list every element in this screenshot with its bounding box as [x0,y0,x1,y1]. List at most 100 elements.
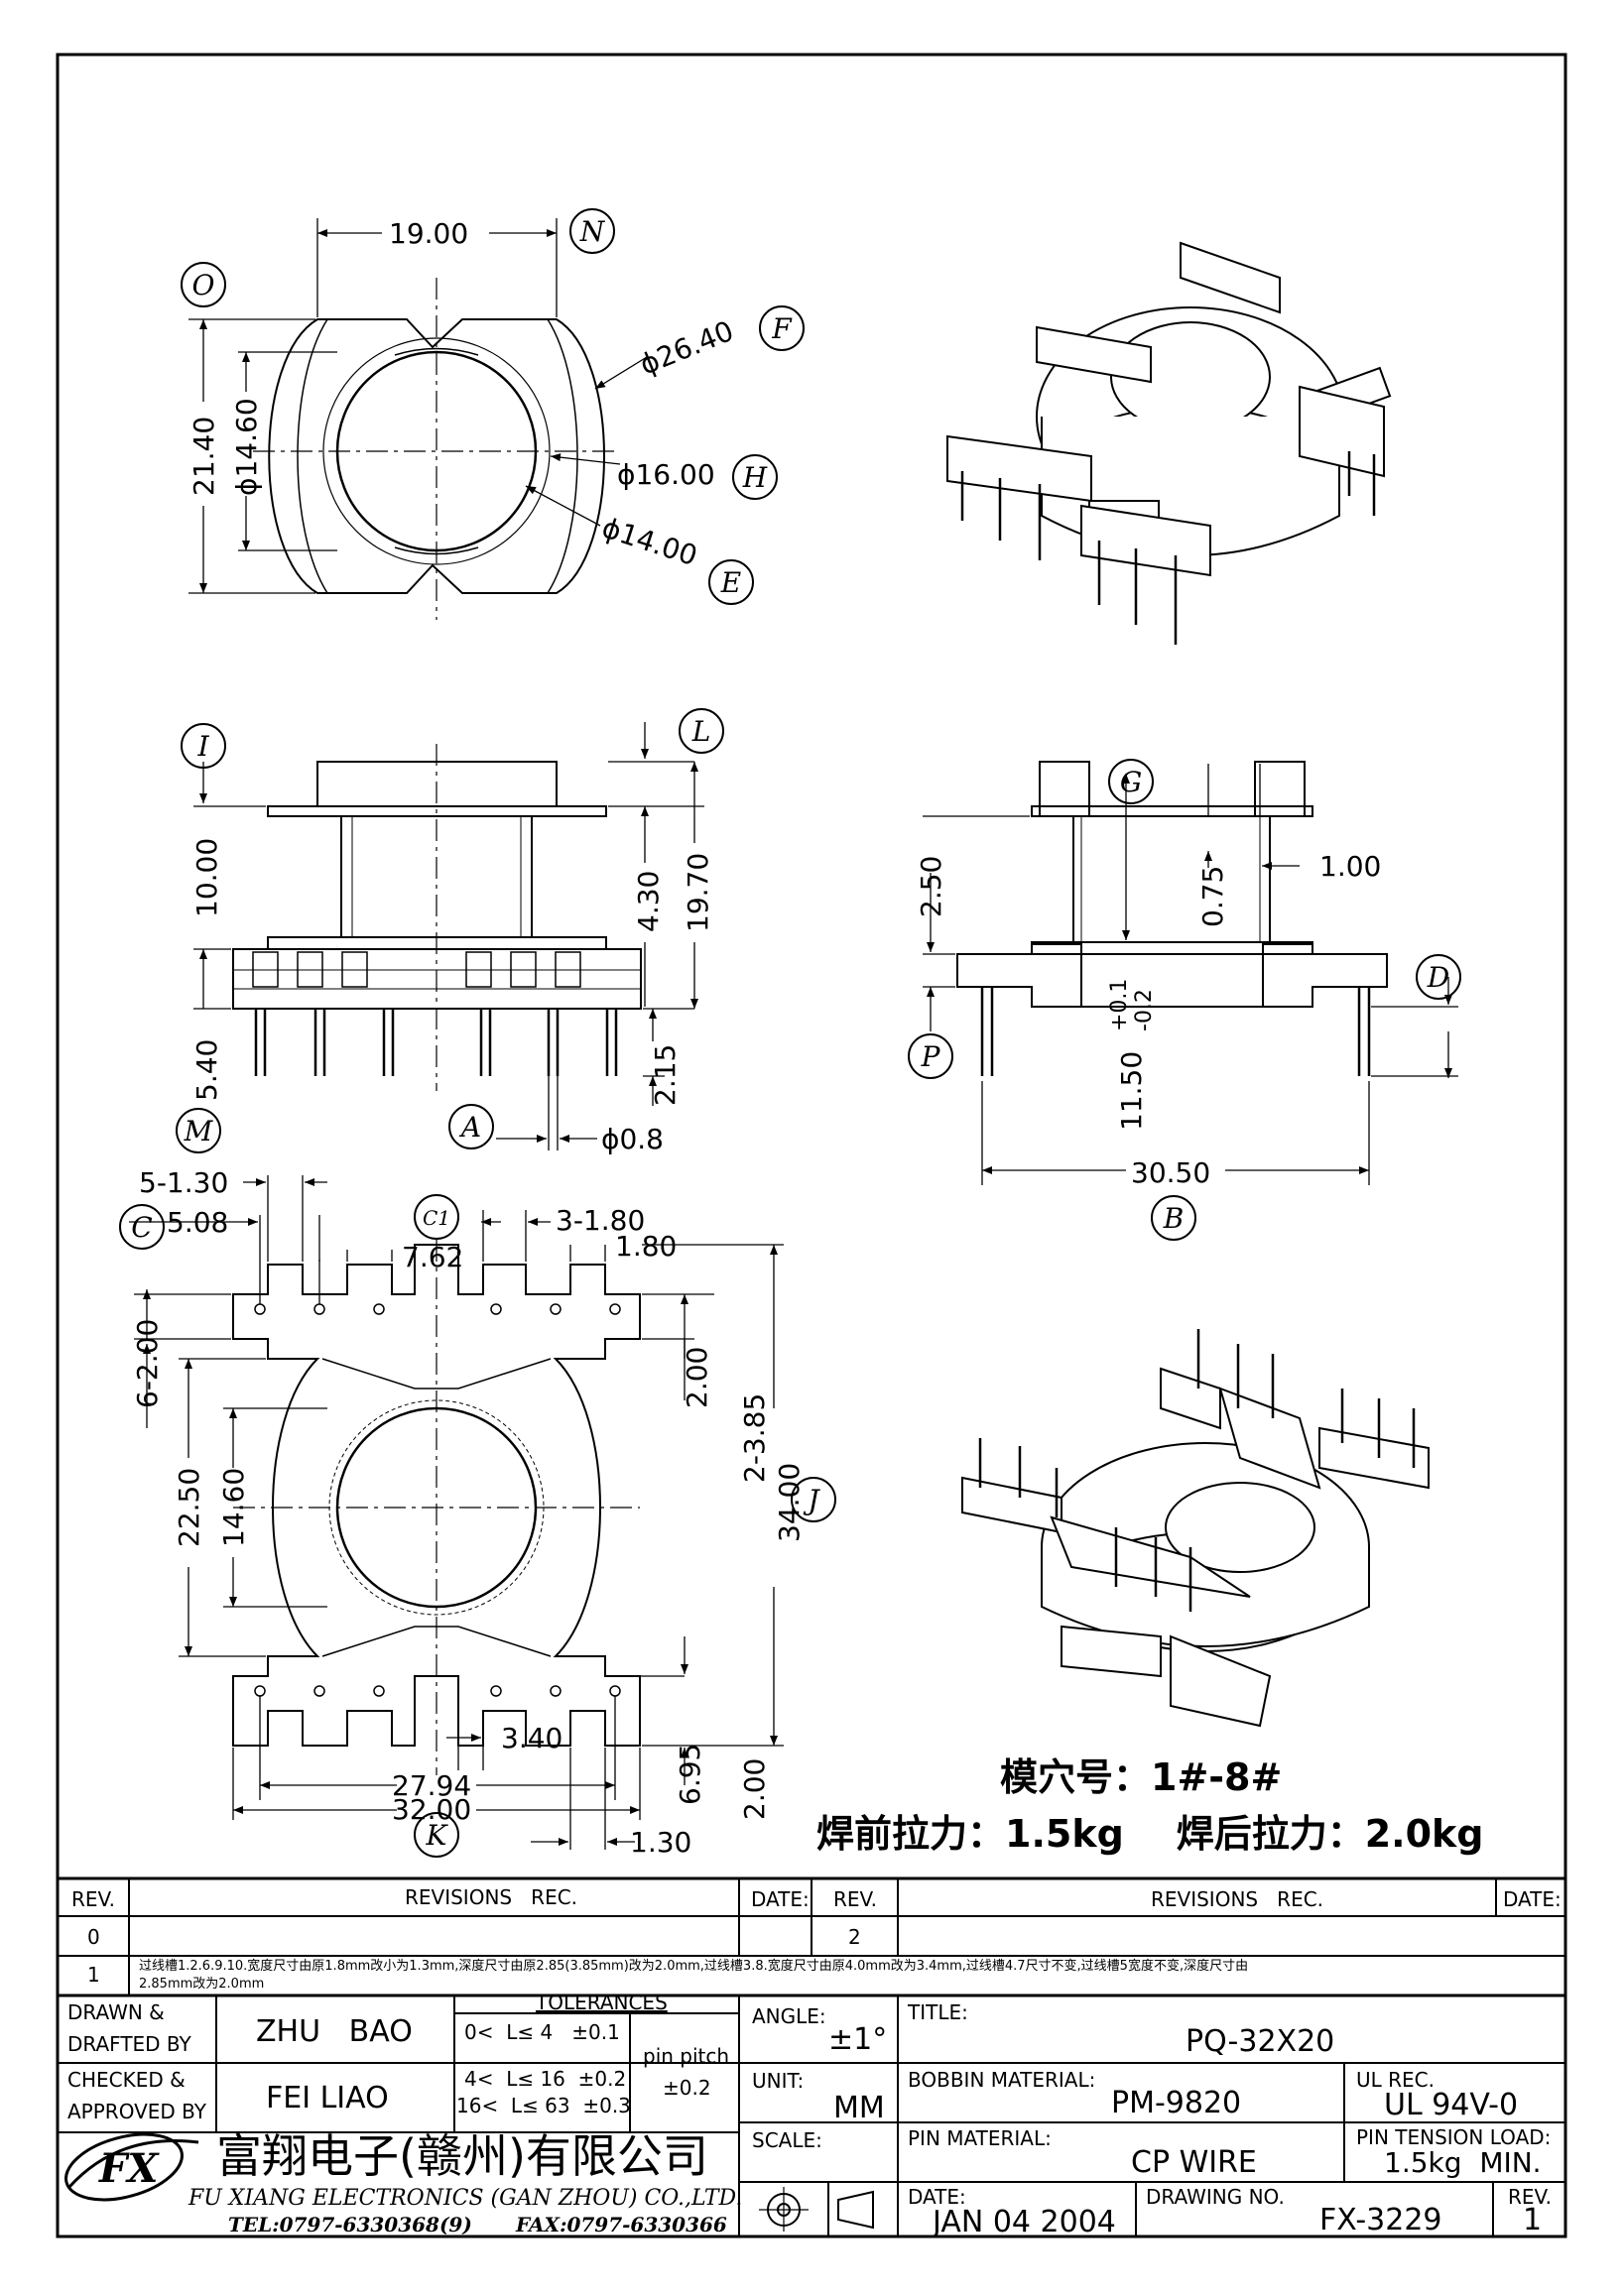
label-c: C [131,1211,152,1244]
drawn-by: ZHU BAO [256,2014,413,2049]
checked-by: FEI LIAO [266,2081,389,2115]
dim-5-40: 5.40 [190,1039,223,1101]
pin-material-label: PIN MATERIAL: [908,2126,1052,2150]
dim-4-30: 4.30 [632,871,665,932]
projection-symbol-icon [759,2187,874,2232]
dim-2-00-b: 2.00 [738,1758,771,1820]
rev-1-description-2: 2.85mm改为2.0mm [139,1977,264,1992]
dim-2-15: 2.15 [649,1044,682,1106]
label-c1: C1 [423,1206,450,1230]
date-label: DATE: [908,2185,966,2209]
dim-5-08: 5.08 [167,1206,228,1239]
sheet-border [56,53,1567,2238]
front-view-labels: I L M A [176,708,724,1153]
label-circle-p [908,1033,953,1079]
rev-header-2: REV. [833,1887,877,1911]
dim-19-00: 19.00 [389,217,468,250]
label-circle-i [181,723,226,769]
dim-3-1-80: 3-1.80 [556,1204,645,1237]
title-block-text: REV. REVISIONS REC. DATE: REV. REVISIONS… [67,1885,1562,2239]
pin-pitch-tolerance: ±0.2 [663,2076,711,2100]
dim-14-00: ϕ14.00 [598,511,701,572]
dim-14-60-bottom: 14.60 [217,1468,250,1547]
tolerance-3: 16< L≤ 63 ±0.3 [456,2094,631,2117]
pin-tension-value: 1.5kg MIN. [1384,2146,1542,2179]
label-circle-b [1151,1195,1196,1241]
label-m: M [184,1115,214,1148]
dim-14-60-top: ϕ14.60 [230,398,263,496]
tolerance-1: 0< L≤ 4 ±0.1 [464,2020,620,2044]
iso-view-top [946,241,1392,645]
dim-27-94: 27.94 [392,1769,471,1802]
label-k: K [426,1819,449,1852]
label-i: I [196,730,209,763]
unit-value: MM [833,2091,885,2125]
date-header: DATE: [751,1887,810,1911]
pull-force-note: 焊前拉力：1.5kg 焊后拉力：2.0kg [816,1812,1484,1856]
label-a: A [458,1111,481,1144]
pin-material-value: CP WIRE [1131,2145,1257,2180]
dim-16-00: ϕ16.00 [617,458,715,491]
label-circle-g [1108,759,1154,804]
checked-label-1: CHECKED & [67,2068,186,2092]
dim-6-95: 6.95 [674,1744,706,1805]
dim-11-50-tol-plus: +0.1 [1107,979,1132,1031]
company-name-chinese: 富翔电子(赣州)有限公司 [216,2129,708,2183]
label-e: E [720,566,741,599]
rev-0: 0 [87,1925,100,1949]
dim-30-50: 30.50 [1131,1156,1210,1189]
angle-label: ANGLE: [752,2004,826,2028]
side-view [956,761,1388,1076]
revisions-header-2: REVISIONS REC. [1151,1887,1323,1911]
scale-label: SCALE: [752,2128,822,2152]
label-circle-a [448,1104,494,1149]
dim-2-50: 2.50 [915,856,947,917]
dim-1-30: 1.30 [630,1826,691,1859]
dim-3-40: 3.40 [501,1722,562,1754]
dim-19-70: 19.70 [682,853,714,932]
side-view-dims [923,764,1458,1185]
dim-7-62: 7.62 [402,1241,463,1273]
company-tel: TEL:0797-6330368(9) [228,2213,472,2236]
cavity-note: 模穴号：1#-8# [1000,1755,1282,1799]
dim-0-8: ϕ0.8 [601,1123,664,1155]
checked-label-2: APPROVED BY [67,2100,207,2123]
drawn-label-2: DRAFTED BY [67,2032,192,2056]
label-l: L [691,715,711,748]
pin-tension-label: PIN TENSION LOAD: [1356,2125,1551,2149]
dim-11-50: 11.50 [1115,1051,1148,1131]
dim-22-50: 22.50 [173,1468,205,1547]
label-p: P [921,1040,941,1073]
label-circle-h [732,454,778,500]
label-b: B [1163,1202,1185,1235]
label-circle-c [119,1204,165,1250]
front-view-dims [193,722,704,1150]
label-o: O [192,269,215,302]
bobbin-material-value: PM-9820 [1111,2086,1241,2120]
angle-value: ±1° [828,2022,887,2057]
front-view-dim-text: 10.00 5.40 4.30 19.70 2.15 ϕ0.8 [190,838,714,1155]
side-view-dim-text: 2.50 0.75 1.00 11.50 +0.1 -0.2 30.50 [915,850,1381,1189]
revisions-header: REVISIONS REC. [405,1885,577,1909]
label-g: G [1120,766,1142,798]
rev-label: REV. [1508,2185,1552,2209]
dim-10-00: 10.00 [190,838,223,917]
tolerances-label: TOLERANCES [535,1991,668,2014]
title-block-lines [58,1876,1565,2236]
top-view-dims [188,218,648,594]
date-value: JAN 04 2004 [931,2205,1116,2239]
ul-rec-value: UL 94V-0 [1384,2088,1518,2122]
label-j: J [803,1484,820,1516]
unit-label: UNIT: [752,2069,804,2093]
drawn-label-1: DRAWN & [67,2000,165,2024]
label-circle-d [1416,954,1461,1000]
company-name-english: FU XIANG ELECTRONICS (GAN ZHOU) CO.,LTD. [187,2186,742,2211]
dim-21-40: 21.40 [187,417,220,496]
rev-2: 2 [848,1925,861,1949]
dim-2-3-85: 2-3.85 [738,1393,771,1483]
top-view [253,278,620,620]
rev-header: REV. [71,1887,115,1911]
bottom-view-dim-text: 5-1.30 5.08 7.62 3-1.80 1.80 6-2.00 22.5… [131,1166,806,1859]
label-d: D [1427,961,1449,994]
